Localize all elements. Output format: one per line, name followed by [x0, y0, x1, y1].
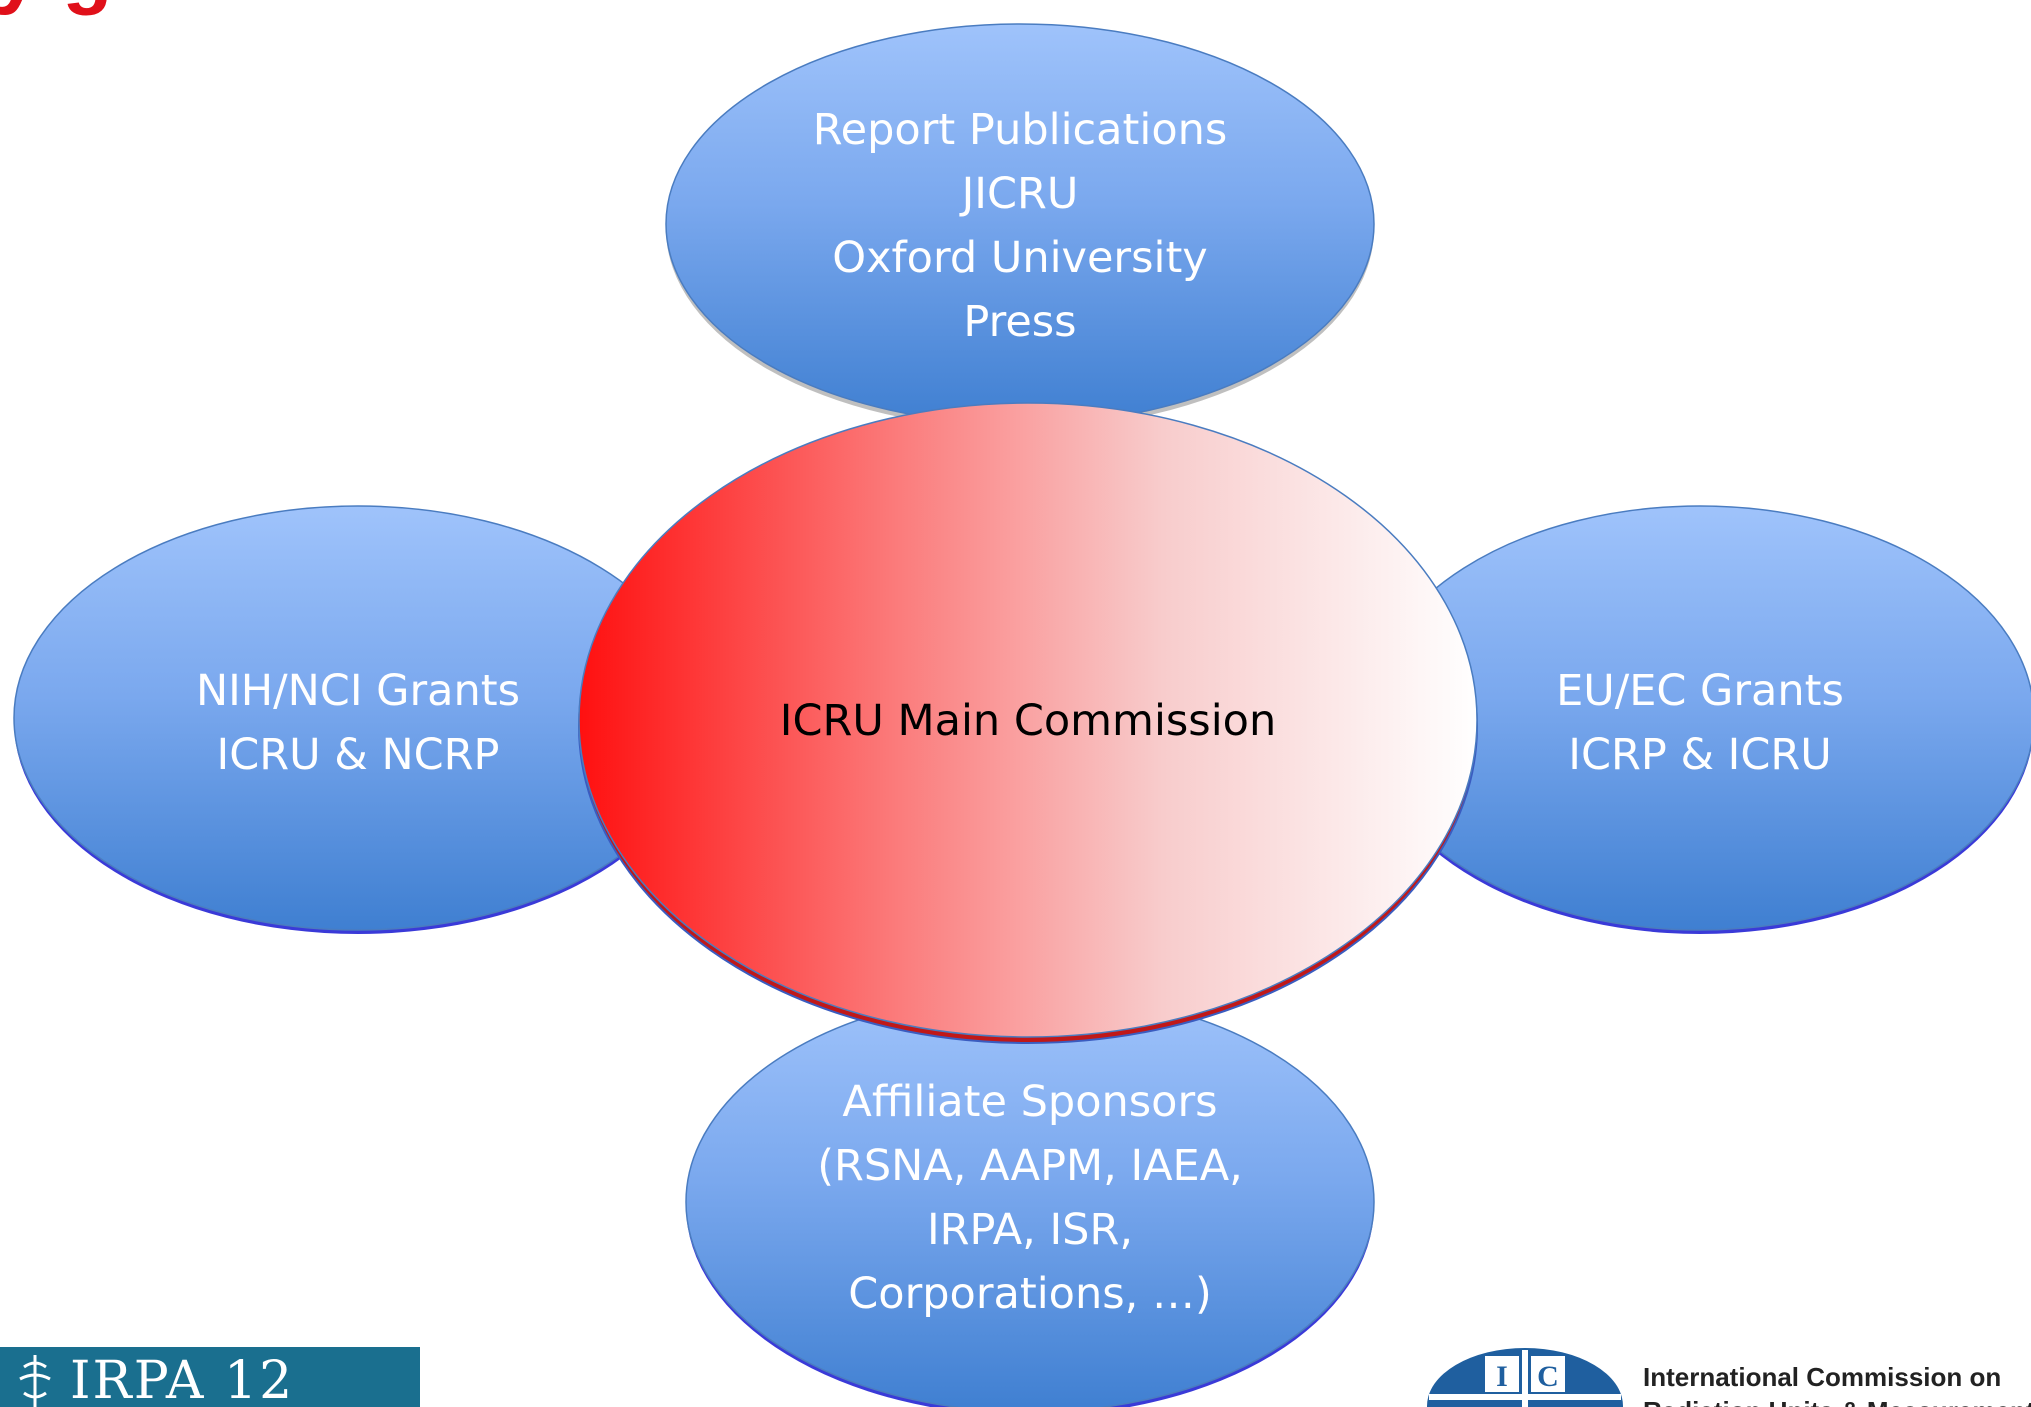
- icru-name-line1: International Commission on: [1643, 1362, 2002, 1392]
- bottom-node-label: Affiliate Sponsors (RSNA, AAPM, IAEA, IR…: [817, 1077, 1243, 1319]
- left-node-label: NIH/NCI Grants ICRU & NCRP: [195, 666, 521, 780]
- icru-logo: I C International Commission on Radiatio…: [1425, 1346, 2031, 1407]
- top-node-label: Report Publications JICRU Oxford Univers…: [812, 105, 1228, 347]
- slide-title-fragment: y g: [0, 0, 112, 12]
- irpa-logo-text: IRPA 12: [70, 1351, 295, 1407]
- irpa-emblem-icon: [19, 1355, 51, 1407]
- center-node-label: ICRU Main Commission: [779, 696, 1277, 746]
- icru-name-line2: Radiation Units & Measurements: [1643, 1394, 2031, 1407]
- right-node-label: EU/EC Grants ICRP & ICRU: [1556, 666, 1844, 780]
- icru-logo-name: International Commission on Radiation Un…: [1643, 1360, 2031, 1407]
- svg-text:I: I: [1496, 1360, 1508, 1393]
- icru-seal-icon: I C: [1427, 1348, 1623, 1407]
- irpa-logo: IRPA 12: [0, 1347, 420, 1407]
- svg-text:C: C: [1537, 1360, 1559, 1393]
- center-node: [578, 402, 1478, 1038]
